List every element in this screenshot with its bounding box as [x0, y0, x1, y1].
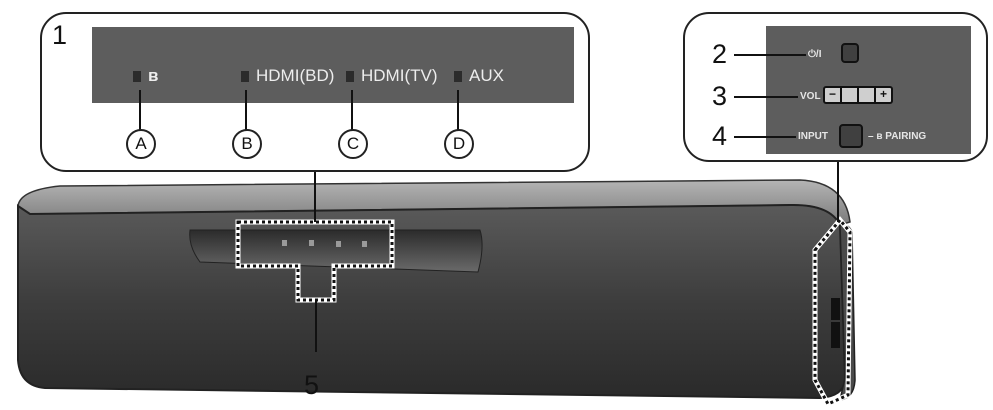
indicator-letter-a: A [126, 129, 156, 159]
vol-spacer [842, 88, 859, 102]
display-highlight-dash [236, 220, 394, 302]
indicator-label: AUX [469, 66, 504, 85]
indicator-panel [92, 27, 574, 103]
callout-number-1: 1 [52, 20, 68, 50]
callout-number-4: 4 [712, 121, 728, 151]
input-button[interactable] [839, 124, 863, 148]
pairing-label: – ʙ PAIRING [868, 131, 927, 142]
indicator-letter-d: D [444, 129, 474, 159]
bluetooth-icon: ʙ [148, 66, 159, 85]
strip-led-c [336, 241, 341, 247]
indicator-label: HDMI(BD) [256, 66, 335, 85]
display-strip [189, 229, 483, 273]
power-button[interactable] [841, 43, 859, 63]
indicator-hdmi-bd: HDMI(BD) [241, 67, 334, 85]
vol-label: VOL [800, 91, 821, 102]
side-highlight-dash [813, 217, 852, 406]
indicator-hdmi-tv: HDMI(TV) [346, 67, 437, 85]
input-label: INPUT [798, 131, 828, 142]
indicator-bluetooth: ʙ [133, 67, 158, 85]
volume-buttons[interactable]: − + [823, 86, 893, 104]
indicator-letter-c: C [338, 129, 368, 159]
side-button-1 [831, 298, 840, 320]
vol-minus-button[interactable]: − [825, 88, 842, 102]
indicator-led [346, 71, 354, 82]
indicator-letter-b: B [232, 129, 262, 159]
callout-number-5: 5 [304, 370, 320, 400]
callout-number-2: 2 [712, 39, 728, 69]
indicator-led [241, 71, 249, 82]
strip-led-b [309, 240, 314, 246]
indicator-led [133, 71, 141, 82]
strip-led-d [362, 241, 367, 247]
strip-led-a [282, 240, 287, 246]
vol-spacer [859, 88, 876, 102]
vol-plus-button[interactable]: + [879, 87, 887, 101]
callout-number-3: 3 [712, 81, 728, 111]
power-label: ⏻/I [808, 49, 822, 60]
indicator-aux: AUX [454, 67, 504, 85]
indicator-label: HDMI(TV) [361, 66, 438, 85]
side-button-2 [831, 322, 840, 348]
indicator-led [454, 71, 462, 82]
